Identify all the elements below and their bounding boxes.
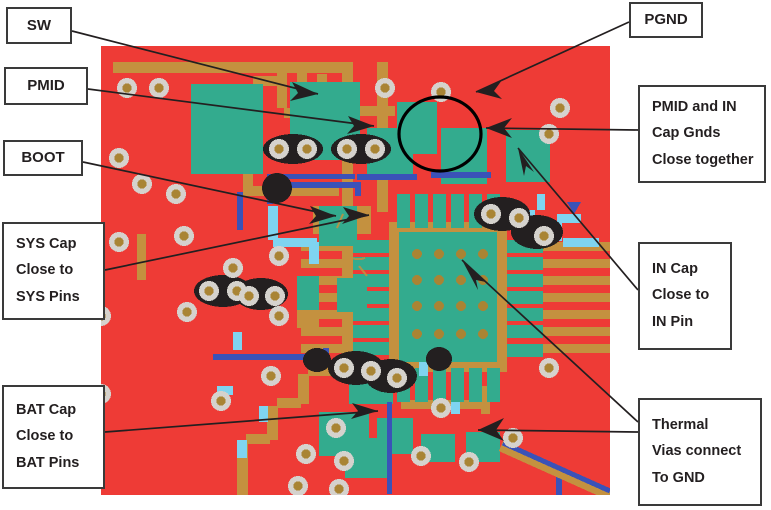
callout-bat-cap-line-1: BAT Cap [16,402,77,419]
diagonal-trace-bottom-right [498,440,610,495]
callout-thermal-vias-line-3: To GND [652,469,705,486]
callout-sw[interactable]: SW [6,7,72,44]
callout-in-cap-line-2: Close to [652,287,710,304]
pad-sw-left [191,84,263,174]
callout-bat-cap-line-3: BAT Pins [16,454,80,471]
callout-sys-cap-line-2: Close to [16,262,74,279]
callout-pmid-in-cap-gnds-line-2: Cap Gnds [652,125,721,142]
callout-thermal-vias-line-1: Thermal [652,417,709,434]
callout-sw-line-1: SW [26,16,52,34]
callout-pgnd-line-1: PGND [644,11,688,29]
callout-sys-cap[interactable]: SYS Cap Close to SYS Pins [2,222,105,320]
callout-pmid-in-cap-gnds[interactable]: PMID and IN Cap Gnds Close together [638,85,766,183]
callout-pmid-in-cap-gnds-line-1: PMID and IN [652,99,737,116]
callout-pmid[interactable]: PMID [4,67,88,105]
callout-thermal-vias[interactable]: Thermal Vias connect To GND [638,398,762,506]
callout-in-cap-line-1: IN Cap [652,261,698,278]
pad-pgnd-a [397,102,437,154]
callout-sys-cap-line-3: SYS Pins [16,288,80,305]
callout-thermal-vias-line-2: Vias connect [652,443,742,460]
callout-boot-line-1: BOOT [21,149,65,167]
callout-pmid-in-cap-gnds-line-3: Close together [652,151,754,168]
pcb-board-artwork [101,46,610,495]
callout-bat-cap-line-2: Close to [16,428,74,445]
callout-sys-cap-line-1: SYS Cap [16,236,77,253]
callout-bat-cap[interactable]: BAT Cap Close to BAT Pins [2,385,105,489]
callout-boot[interactable]: BOOT [3,140,83,176]
callout-in-cap[interactable]: IN Cap Close to IN Pin [638,242,732,350]
callout-pmid-line-1: PMID [27,77,65,95]
callout-pgnd[interactable]: PGND [629,2,703,38]
callout-in-cap-line-3: IN Pin [652,313,694,330]
